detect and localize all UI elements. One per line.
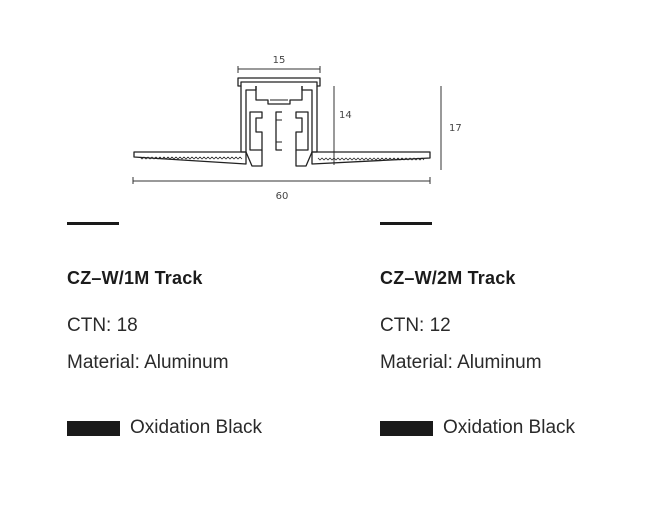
dim-label-bottom: 60 [276,191,289,202]
dim-label-inner-height: 14 [339,110,352,121]
profile-shape [133,77,431,167]
product-material: Material: Aluminum [67,352,229,373]
track-profile-diagram: 15 14 17 60 [132,55,462,202]
product-material: Material: Aluminum [380,352,542,373]
section-divider [380,222,432,225]
product-card-1m: CZ–W/1M Track CTN: 18 Material: Aluminum… [67,222,327,439]
product-finish: Oxidation Black [67,417,327,439]
product-ctn: CTN: 12 [380,315,451,336]
product-card-2m: CZ–W/2M Track CTN: 12 Material: Aluminum… [380,222,640,439]
section-divider [67,222,119,225]
product-ctn: CTN: 18 [67,315,138,336]
finish-swatch [67,420,120,436]
dim-label-top: 15 [273,55,286,66]
finish-label: Oxidation Black [130,417,263,438]
product-title: CZ–W/2M Track [380,268,516,288]
finish-label: Oxidation Black [443,417,576,438]
finish-swatch [380,420,433,436]
product-title: CZ–W/1M Track [67,268,203,288]
product-finish: Oxidation Black [380,417,640,439]
dim-label-total-height: 17 [449,123,462,134]
